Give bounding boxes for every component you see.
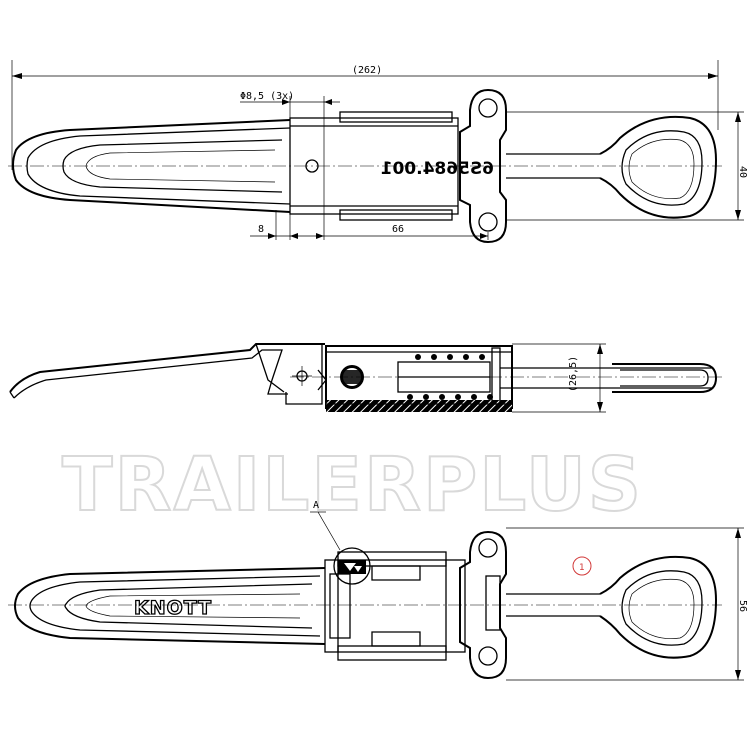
part-number-label: 6S5684.001 [381, 159, 494, 179]
dim-hole-diameter: Φ8,5 (3x) [240, 91, 294, 102]
brand-label: KNOTT [134, 597, 212, 619]
top-view: (262) Φ8,5 (3x) 6S5684.001 [8, 60, 748, 244]
dim-side-height: (26,5) [568, 356, 579, 392]
dim-hole-spacing-66: 66 [392, 224, 404, 235]
side-view: (26,5) [9, 343, 722, 413]
spring [407, 354, 493, 400]
balloon-number: 1 [579, 563, 585, 573]
detail-label-a: A [313, 500, 319, 511]
watermark-text: TRAILERPLUS [62, 442, 643, 528]
dim-overall-length: (262) [352, 65, 382, 76]
dim-height-40: 40 [737, 166, 748, 178]
dim-offset-8: 8 [258, 224, 264, 235]
dim-height-56: 56 [737, 600, 748, 612]
bottom-view: KNOTT A 1 [8, 500, 748, 681]
